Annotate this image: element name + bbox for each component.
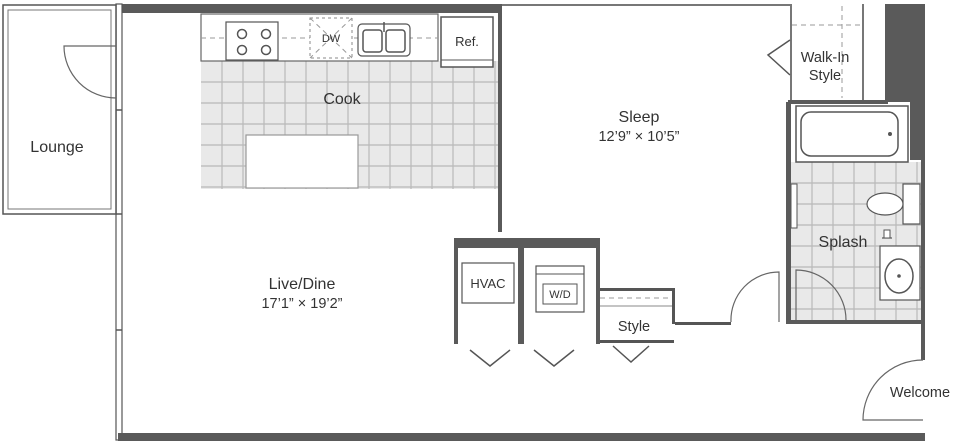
sleep-dimensions: 12’9” × 10’5” [598, 129, 679, 145]
entry: Welcome [862, 359, 950, 421]
live-dine-label: Live/Dine [269, 276, 336, 293]
walk-in-closet: Walk-In Style [766, 6, 862, 98]
cook-label: Cook [323, 91, 361, 108]
refrigerator-label: Ref. [455, 34, 479, 49]
kitchen-tile-floor [201, 61, 498, 189]
stove-icon [225, 21, 279, 61]
style-closet-label: Style [618, 319, 650, 335]
walk-in-label-line2: Style [809, 68, 841, 84]
welcome-label: Welcome [890, 385, 950, 401]
kitchen-counter: DW [200, 13, 439, 62]
kitchen-island [245, 134, 359, 189]
bathtub-icon [795, 105, 909, 163]
sleep-label: Sleep [619, 109, 660, 126]
left-windows [116, 109, 122, 331]
refrigerator-icon: Ref. [440, 16, 494, 68]
hvac-label: HVAC [470, 276, 505, 291]
bath-door-swing [795, 269, 847, 321]
dishwasher-icon: DW [309, 17, 353, 59]
walls [115, 3, 925, 441]
entry-door-swing [862, 359, 924, 421]
sleep-door-swing [730, 271, 780, 323]
lounge-door-swing [63, 45, 117, 99]
splash-label: Splash [819, 234, 868, 251]
lounge-label: Lounge [30, 139, 83, 156]
dishwasher-label: DW [322, 33, 341, 45]
wd-closet: W/D [533, 265, 585, 367]
lounge-room: Lounge [2, 4, 117, 215]
bath-sink-icon [879, 229, 921, 301]
bathroom: Splash [790, 105, 921, 321]
hvac-closet: HVAC [461, 262, 515, 367]
sink-icon [357, 22, 411, 57]
wd-label: W/D [549, 289, 570, 301]
toilet-icon [866, 183, 921, 225]
style-closet: Style [600, 297, 672, 364]
live-dine-dimensions: 17’1” × 19’2” [261, 296, 342, 312]
walk-in-label-line1: Walk-In [801, 50, 850, 66]
